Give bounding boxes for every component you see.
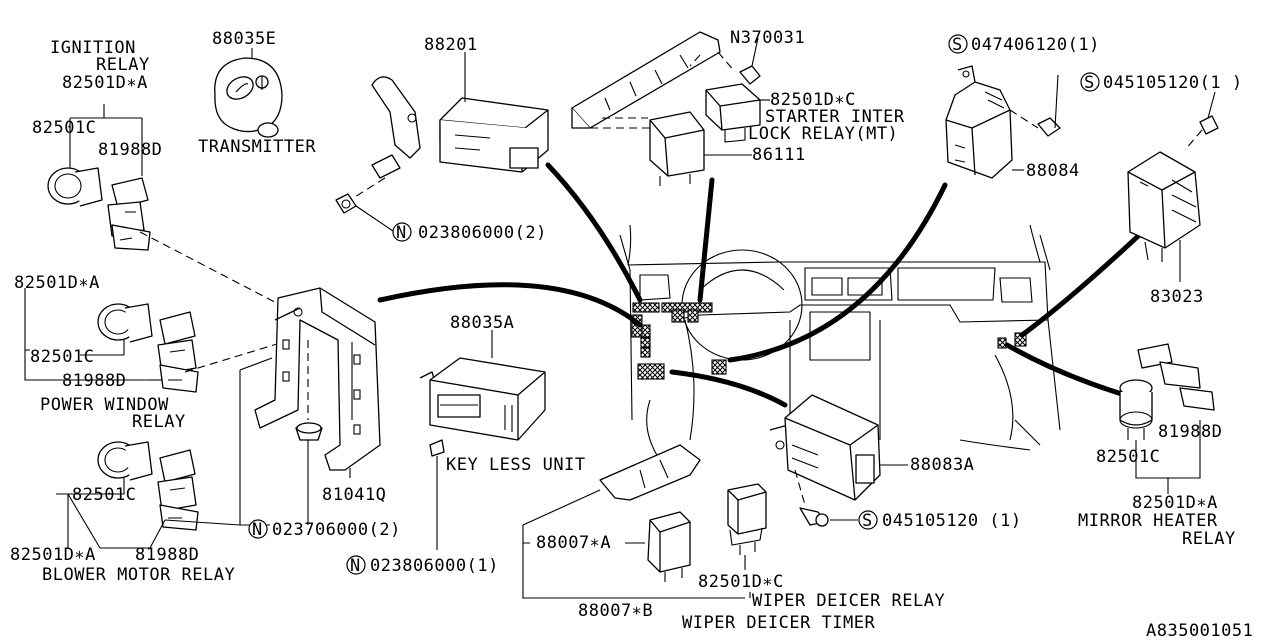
module-88083a xyxy=(769,394,908,527)
s-symbol-icon: S xyxy=(1080,72,1100,93)
label-83023: 83023 xyxy=(1150,287,1204,307)
label-88035e: 88035E xyxy=(212,29,276,49)
label-mirror-heater-line2: RELAY xyxy=(1182,529,1236,549)
label-starter-interlock-line1: STARTER INTER xyxy=(765,107,905,127)
label-045105120-bot: 045105120 (1) xyxy=(882,511,1022,531)
label-86111: 86111 xyxy=(752,145,806,165)
bracket-81041q xyxy=(164,287,381,526)
label-transmitter: TRANSMITTER xyxy=(198,137,316,157)
label-power-window-line1: POWER WINDOW xyxy=(40,395,169,415)
label-023706000: 023706000(2) xyxy=(272,520,401,540)
label-diagram-code: A835001051 xyxy=(1146,621,1253,640)
label-starter-interlock-line2: LOCK RELAY(MT) xyxy=(748,124,898,144)
bracket-top xyxy=(335,76,421,232)
relay-location-markers xyxy=(631,302,1027,380)
n-symbol-letter: N xyxy=(396,223,407,243)
label-88201: 88201 xyxy=(424,35,478,55)
ignition-relay-assembly xyxy=(47,104,151,251)
label-key-less-unit: KEY LESS UNIT xyxy=(446,455,586,475)
n-symbol-icon: N xyxy=(346,555,366,576)
label-82501d-c-bot: 82501D∗C xyxy=(698,572,784,592)
module-83023 xyxy=(1127,91,1219,282)
label-82501c-mh: 82501C xyxy=(1096,447,1160,467)
module-88084 xyxy=(945,65,1061,179)
s-symbol-letter: S xyxy=(952,35,963,55)
label-82501d-a-top: 82501D∗A xyxy=(62,73,148,93)
n-symbol-icon: N xyxy=(248,519,268,540)
blower-motor-relay-assembly xyxy=(56,441,199,549)
label-power-window-line2: RELAY xyxy=(132,412,186,432)
n-symbol-icon: N xyxy=(392,222,412,243)
location-lines xyxy=(377,162,1153,408)
power-window-relay-assembly xyxy=(24,231,291,393)
label-82501d-c-top: 82501D∗C xyxy=(770,90,856,110)
label-81988d-mh: 81988D xyxy=(1158,422,1222,442)
wiper-deicer-assembly xyxy=(522,444,767,599)
s-symbol-icon: S xyxy=(948,34,968,55)
label-wiper-deicer-relay: WIPER DEICER RELAY xyxy=(752,591,945,611)
label-82501c-pw: 82501C xyxy=(30,347,94,367)
label-81988d-bm: 81988D xyxy=(135,545,199,565)
label-ignition-line1: IGNITION xyxy=(50,38,136,58)
label-047406120: 047406120(1) xyxy=(971,35,1100,55)
label-88007-a: 88007∗A xyxy=(536,533,611,553)
label-ignition-line2: RELAY xyxy=(96,55,150,75)
label-wiper-deicer-timer: WIPER DEICER TIMER xyxy=(682,613,875,633)
transmitter-key-fob xyxy=(214,48,283,138)
label-82501c-bm: 82501C xyxy=(72,485,136,505)
s-symbol-icon: S xyxy=(858,510,878,531)
n-symbol-letter: N xyxy=(350,556,361,576)
label-81041q: 81041Q xyxy=(322,485,386,505)
label-023806000-bot: 023806000(1) xyxy=(370,556,499,576)
label-81988d-pw: 81988D xyxy=(62,371,126,391)
label-88084: 88084 xyxy=(1026,161,1080,181)
starter-interlock-relay-assembly xyxy=(571,31,770,186)
mirror-heater-relay-assembly xyxy=(1119,343,1215,494)
label-layer: IGNITION RELAY 82501D∗A 82501C 81988D 88… xyxy=(10,28,1253,640)
label-023806000-top: 023806000(2) xyxy=(418,223,547,243)
label-82501d-a-pw: 82501D∗A xyxy=(14,273,100,293)
label-88083a: 88083A xyxy=(910,455,974,475)
s-symbol-letter: S xyxy=(1084,73,1095,93)
label-81988d-top: 81988D xyxy=(98,140,162,160)
keyless-unit-88035a xyxy=(419,330,546,550)
label-82501c-top: 82501C xyxy=(32,118,96,138)
s-symbol-letter: S xyxy=(862,511,873,531)
label-n370031: N370031 xyxy=(730,28,805,48)
n-symbol-letter: N xyxy=(252,520,263,540)
label-88035a: 88035A xyxy=(450,313,514,333)
label-82501d-a-bm: 82501D∗A xyxy=(10,545,96,565)
label-mirror-heater-line1: MIRROR HEATER xyxy=(1078,511,1218,531)
label-blower-motor-relay: BLOWER MOTOR RELAY xyxy=(42,565,235,585)
label-88007-b: 88007∗B xyxy=(578,601,653,621)
label-045105120-top: 045105120(1 ) xyxy=(1103,73,1243,93)
module-88201 xyxy=(439,52,549,173)
label-82501d-a-mh: 82501D∗A xyxy=(1132,493,1218,513)
